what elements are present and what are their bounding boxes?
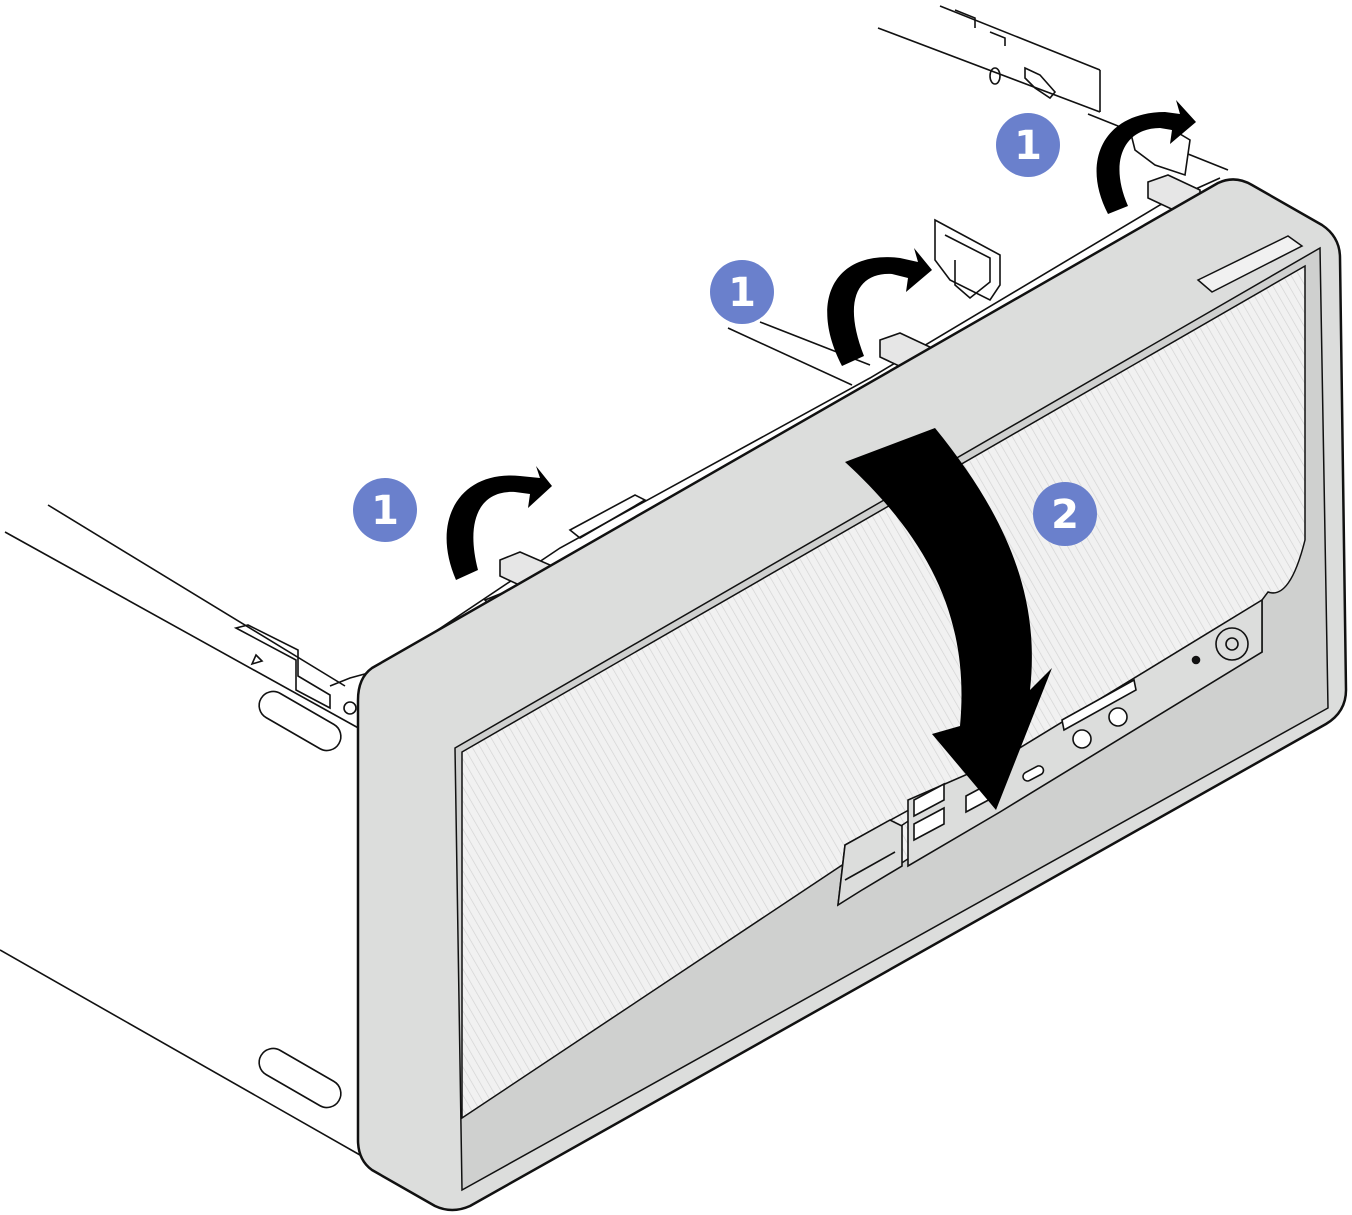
callout-step-2: 2 (1033, 482, 1097, 546)
svg-text:1: 1 (728, 270, 756, 316)
audio-port (1072, 729, 1092, 749)
status-led (1191, 655, 1201, 665)
side-slot (258, 690, 342, 752)
chassis-latch-bracket (934, 218, 1001, 302)
usb-c-port (1022, 765, 1045, 782)
chassis-hook (954, 9, 1057, 100)
front-bezel (356, 178, 1348, 1212)
curved-rotate-arrow (446, 466, 552, 580)
bezel-label-plate (1196, 235, 1304, 293)
side-slot (258, 1047, 342, 1109)
bezel-handle-recess (837, 819, 903, 907)
curved-rotate-arrow (1096, 100, 1196, 214)
svg-text:2: 2 (1051, 492, 1079, 538)
large-curved-down-arrow (845, 428, 1052, 810)
callout-step-1-left: 1 (353, 478, 417, 542)
id-slot (1061, 678, 1137, 732)
chassis-bracket (233, 624, 373, 715)
svg-text:1: 1 (1014, 123, 1042, 169)
audio-port (1108, 707, 1128, 727)
callout-step-1-middle: 1 (710, 260, 774, 324)
svg-text:1: 1 (371, 488, 399, 534)
curved-rotate-arrow (827, 248, 932, 366)
callout-step-1-right: 1 (996, 113, 1060, 177)
